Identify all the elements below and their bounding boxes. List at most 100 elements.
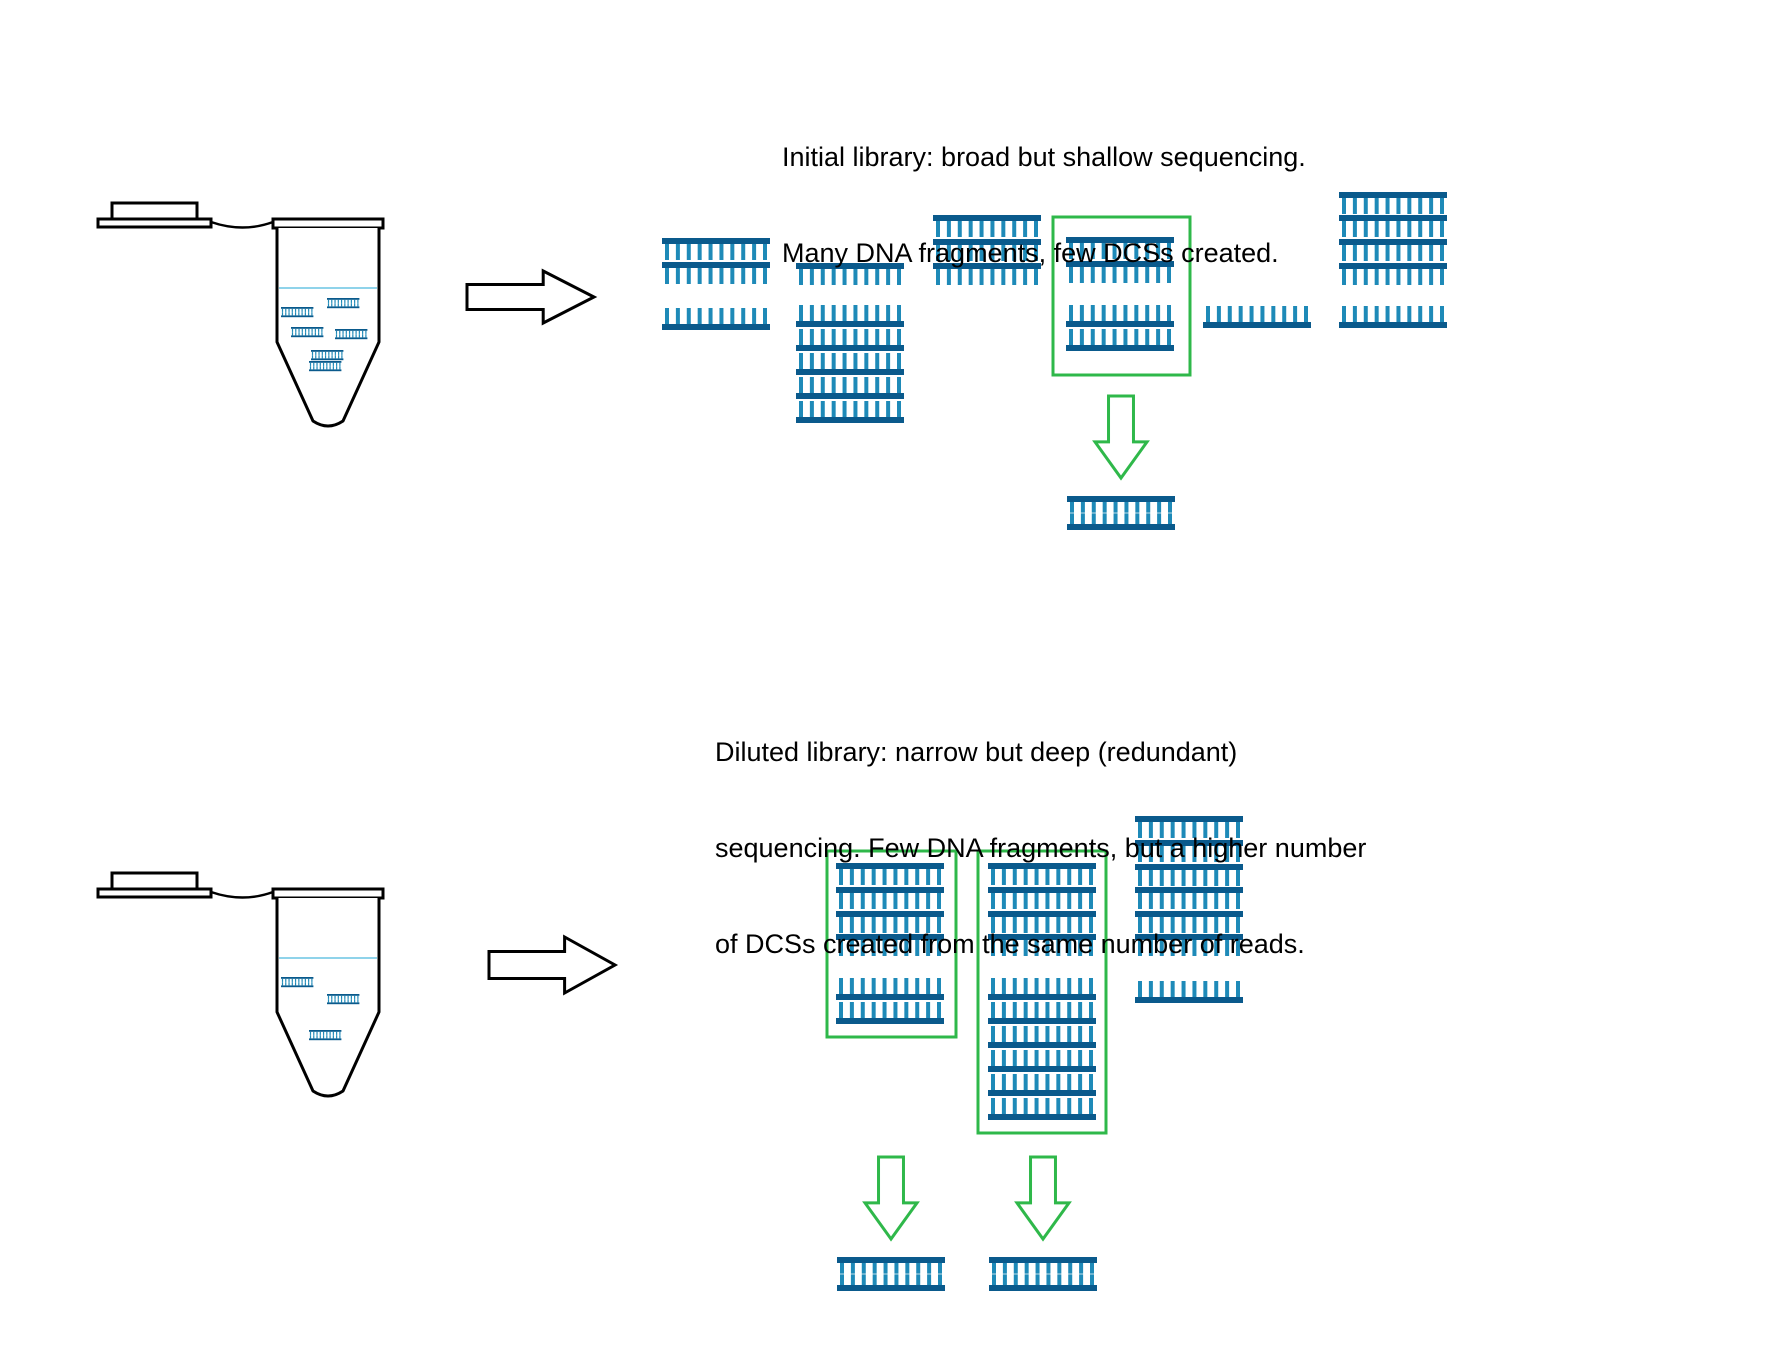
base [1034,269,1038,285]
base [1090,243,1095,259]
base [1034,221,1038,237]
base [1145,243,1150,259]
top-strand [662,262,770,284]
base [1045,1026,1050,1042]
read-family [1203,306,1311,328]
base [886,269,891,285]
base [839,893,843,909]
bottom-strand [836,978,944,1000]
base [1056,869,1061,885]
strand-backbone [1339,322,1447,328]
base [893,869,898,885]
base [1089,1002,1093,1018]
base [904,893,909,909]
base [1407,245,1412,261]
base [915,893,920,909]
base [686,308,691,324]
base [1225,917,1230,933]
dcs-bottom-backbone [309,369,342,372]
base [871,869,876,885]
strand-backbone [1339,215,1447,221]
base [875,329,880,345]
base [1067,1002,1072,1018]
base [904,978,909,994]
base [799,377,803,393]
base [1352,198,1357,214]
read-family [1135,816,1243,1003]
base [1138,822,1142,838]
base [915,1002,920,1018]
base [1012,1074,1017,1090]
base [849,940,854,956]
base [1225,846,1230,862]
dcs-top-backbone [281,977,314,979]
dcs-bottom-backbone [309,1038,342,1041]
base [1001,1026,1006,1042]
base [936,221,940,237]
base [1023,869,1028,885]
base [1374,221,1379,237]
top-strand [1066,261,1174,283]
base [1407,198,1412,214]
base [871,917,876,933]
bottom-strand [662,308,770,330]
base [1045,1002,1050,1018]
base [842,305,847,321]
bottom-strand [796,329,904,351]
top-strand [1135,911,1243,933]
base [1293,306,1298,322]
base [1034,869,1039,885]
base [1012,269,1017,285]
bottom-strand [988,978,1096,1000]
base [1236,981,1240,997]
base [1023,917,1028,933]
read-family [933,215,1041,285]
base [1090,329,1095,345]
base [820,269,825,285]
base [1429,221,1434,237]
base [1148,940,1153,956]
base [831,269,836,285]
base [1089,869,1093,885]
base [871,893,876,909]
base [1236,870,1240,886]
base [886,377,891,393]
base [1167,267,1171,283]
base [991,940,995,956]
base [1056,1098,1061,1114]
base [1203,822,1208,838]
top-strand [1339,263,1447,285]
dcs-double-strand [335,329,368,340]
down-arrow-icon [862,1155,920,1242]
base [1123,305,1128,321]
base [1045,1074,1050,1090]
base [1078,893,1083,909]
base [1363,306,1368,322]
base [946,245,951,261]
base [1069,243,1073,259]
base [686,268,691,284]
base [1112,267,1117,283]
strand-backbone [988,994,1096,1000]
base [820,329,825,345]
base [1225,870,1230,886]
base [1069,305,1073,321]
base [991,917,995,933]
strand-backbone [1135,840,1243,846]
base [1012,1002,1017,1018]
base [1079,243,1084,259]
base [991,1050,995,1066]
base [1023,1026,1028,1042]
dcs-double-strand [989,1257,1097,1291]
base [1056,1050,1061,1066]
base [1214,822,1219,838]
base [1045,1050,1050,1066]
base [1138,846,1142,862]
base [957,269,962,285]
strand-backbone [988,887,1096,893]
base [1170,940,1175,956]
tube-dna-fragment [309,361,342,372]
base [1227,306,1232,322]
base [1159,846,1164,862]
strand-backbone [1135,997,1243,1003]
